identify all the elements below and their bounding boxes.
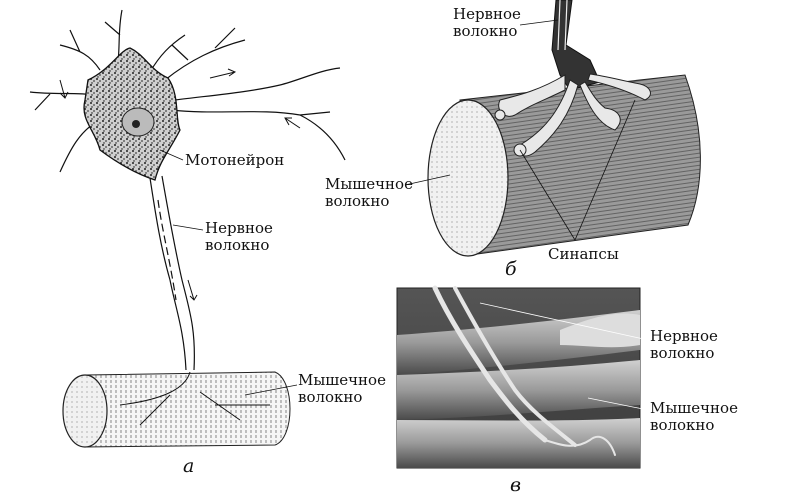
panel-a-pointers	[159, 149, 298, 396]
label-motoneuron: Мотонейрон	[185, 151, 285, 169]
synapse-terminals	[494, 73, 651, 157]
nucleolus	[132, 120, 140, 128]
panel-letter-b: б	[505, 258, 517, 280]
signal-arrows	[59, 68, 301, 129]
panel-letter-c: в	[510, 474, 522, 496]
panel-b-pointers	[404, 19, 636, 241]
muscle-fiber-a	[62, 371, 291, 448]
sem-muscle-fibers	[397, 310, 640, 468]
sem-nerve-fibers	[432, 285, 616, 456]
label-nerve-fiber-c: Нервное волокно	[650, 327, 718, 362]
panel-a-drawing	[29, 9, 346, 448]
panel-b-drawing	[404, 0, 701, 257]
label-muscle-fiber-a: Мышечное волокно	[298, 371, 386, 406]
panel-letter-a: а	[183, 455, 195, 477]
panel-c-micrograph	[396, 285, 649, 469]
label-muscle-fiber-b: Мышечное волокно	[325, 175, 413, 210]
muscle-fiber-b	[459, 74, 701, 256]
label-muscle-fiber-c: Мышечное волокно	[650, 399, 738, 434]
label-nerve-fiber-b: Нервное волокно	[453, 5, 521, 40]
label-nerve-fiber-a: Нервное волокно	[205, 219, 273, 254]
panel-c-pointers	[479, 302, 649, 411]
label-synapses: Синапсы	[548, 245, 619, 263]
dendrites	[29, 9, 346, 173]
axon	[149, 175, 195, 371]
